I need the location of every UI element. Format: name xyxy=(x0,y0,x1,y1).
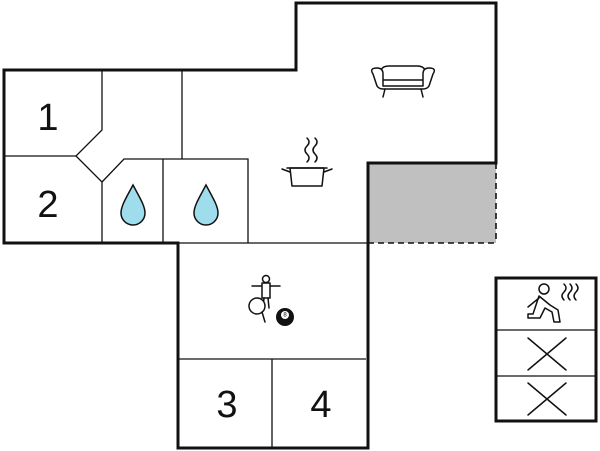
cooking-pot-icon xyxy=(281,137,333,187)
sauna-icon xyxy=(527,283,579,323)
terrace xyxy=(368,163,497,244)
wall-room2-right xyxy=(75,155,103,243)
billiard-ball-icon: 8 xyxy=(276,308,294,326)
cross-icon xyxy=(527,382,567,416)
terrace-area xyxy=(368,163,496,243)
room-number-2: 2 xyxy=(37,184,58,226)
sauna-building xyxy=(494,276,598,423)
water-drop-icon xyxy=(193,183,219,226)
ping-pong-paddle-icon xyxy=(248,297,266,323)
water-drop-icon xyxy=(120,183,146,226)
sofa-icon xyxy=(370,65,436,98)
exterior-walls xyxy=(2,1,498,450)
sauna-outline xyxy=(494,276,598,423)
games-icon: 8 xyxy=(248,274,294,326)
wall-bathrooms-top xyxy=(101,158,249,243)
room-number-3: 3 xyxy=(216,384,237,426)
cross-icon xyxy=(527,337,567,371)
billiard-ball-label: 8 xyxy=(283,313,287,319)
room-number-4: 4 xyxy=(310,384,331,426)
room-number-1: 1 xyxy=(37,97,58,139)
wall-room1-bottom xyxy=(4,70,103,157)
